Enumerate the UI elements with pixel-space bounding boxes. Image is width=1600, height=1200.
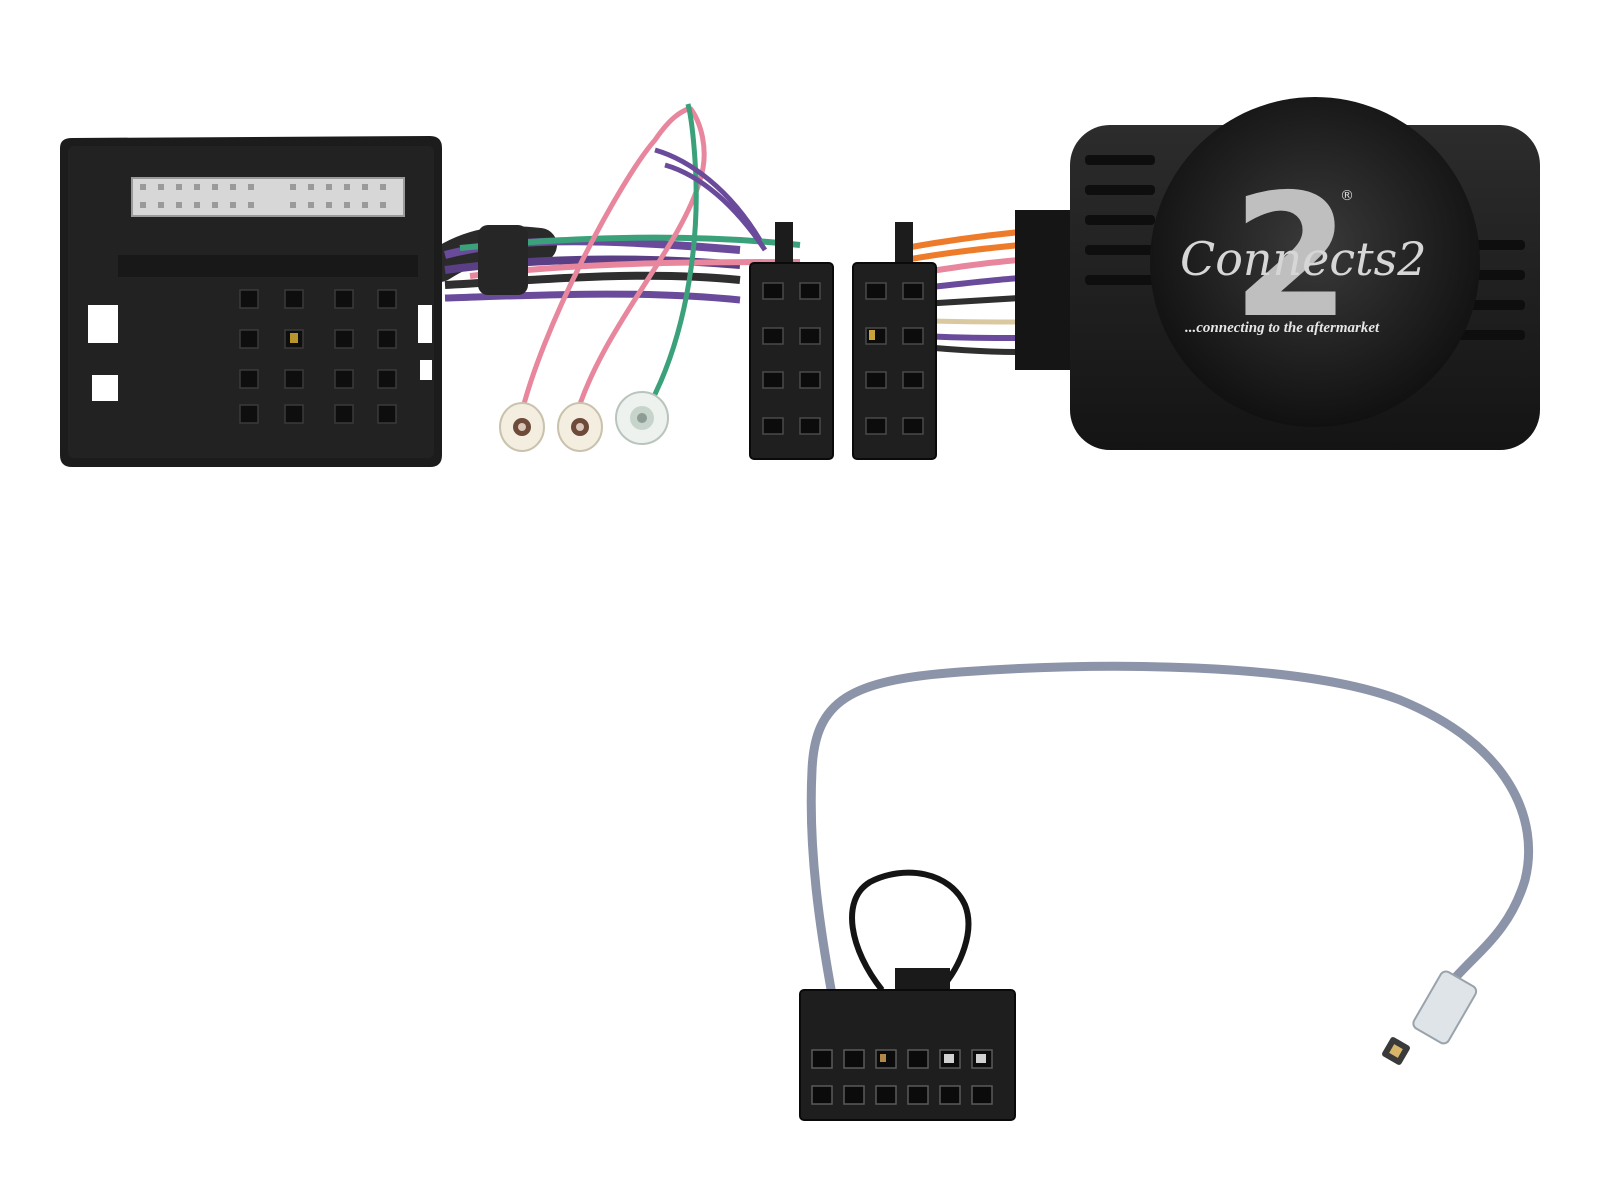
patch-lead — [806, 661, 1534, 1005]
interface-module-icon — [1015, 97, 1540, 450]
quadlock-connector-icon — [60, 136, 442, 467]
wire-bundle — [423, 225, 801, 304]
antenna-leads — [517, 103, 768, 421]
brand-logo: 2 Connects2 ® ...connecting to the after… — [1180, 158, 1427, 356]
antenna-plug-icon — [615, 391, 669, 445]
antenna-plug-icon — [499, 402, 545, 452]
patch-lead-connector-icon — [799, 968, 1016, 1121]
iso-connector-icon — [749, 222, 834, 460]
brand-mark: 2 — [1232, 158, 1350, 356]
registered-mark: ® — [1340, 188, 1354, 204]
antenna-plug-icon — [557, 402, 603, 452]
brand-logo-text: Connects2 — [1180, 232, 1427, 286]
iso-connector-icon — [852, 222, 937, 460]
brand-tagline: ...connecting to the aftermarket — [1185, 320, 1380, 336]
antenna-plug-icon — [1382, 970, 1478, 1065]
